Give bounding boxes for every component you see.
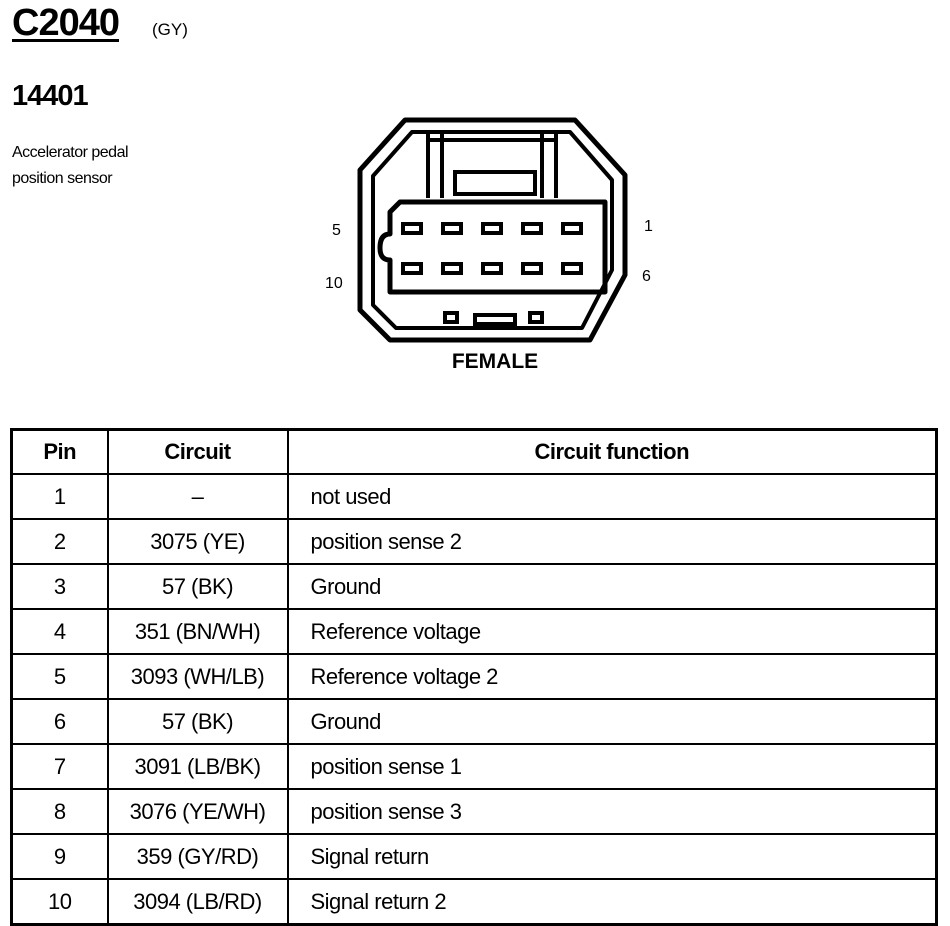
function-cell: position sense 1 — [286, 743, 938, 790]
pin-cell: 4 — [10, 608, 109, 655]
circuit-cell: 3093 (WH/LB) — [106, 653, 289, 700]
pin-cell: 3 — [10, 563, 109, 610]
connector-housing-inner — [371, 130, 614, 330]
pin-cell: 2 — [10, 518, 109, 565]
pin-cell: 7 — [10, 743, 109, 790]
part-number: 14401 — [12, 80, 89, 112]
function-cell: Signal return 2 — [286, 878, 938, 926]
connector-id: C2040 — [12, 2, 120, 44]
connector-diagram — [357, 117, 628, 343]
function-cell: Signal return — [286, 833, 938, 880]
circuit-cell: 351 (BN/WH) — [106, 608, 289, 655]
circuit-cell: 359 (GY/RD) — [106, 833, 289, 880]
pin-cell: 5 — [10, 653, 109, 700]
pin-label-10: 10 — [325, 275, 343, 292]
pin-cell: 10 — [10, 878, 109, 926]
pinout-table: Pin Circuit Circuit function 1–not used … — [10, 428, 938, 926]
pin-cell: 8 — [10, 788, 109, 835]
function-cell: Ground — [286, 563, 938, 610]
circuit-cell: 57 (BK) — [106, 563, 289, 610]
function-cell: not used — [286, 473, 938, 520]
terminals-row-bottom — [401, 262, 583, 275]
connector-keys — [443, 311, 544, 326]
header-circuit: Circuit — [106, 428, 289, 475]
pin-label-6: 6 — [642, 268, 651, 285]
pin-label-5: 5 — [332, 222, 341, 239]
function-cell: position sense 2 — [286, 518, 938, 565]
circuit-cell: – — [106, 473, 289, 520]
header-pin: Pin — [10, 428, 109, 475]
circuit-cell: 57 (BK) — [106, 698, 289, 745]
cavity-frame — [377, 199, 608, 295]
connector-description: Accelerator pedal position sensor — [12, 144, 129, 187]
function-cell: position sense 3 — [286, 788, 938, 835]
connector-color: (GY) — [152, 20, 188, 39]
pin-cell: 1 — [10, 473, 109, 520]
function-cell: Reference voltage — [286, 608, 938, 655]
circuit-cell: 3076 (YE/WH) — [106, 788, 289, 835]
pin-cell: 9 — [10, 833, 109, 880]
function-cell: Ground — [286, 698, 938, 745]
connector-latch — [426, 130, 558, 198]
connector-gender: FEMALE — [451, 350, 539, 373]
terminals-row-top — [401, 222, 583, 235]
latch-tab — [453, 170, 537, 196]
circuit-cell: 3094 (LB/RD) — [106, 878, 289, 926]
connector-housing — [357, 117, 628, 343]
pin-label-1: 1 — [644, 218, 653, 235]
function-cell: Reference voltage 2 — [286, 653, 938, 700]
table-row: 1–not used — [10, 473, 938, 520]
header-function: Circuit function — [286, 428, 938, 475]
table-header-row: Pin Circuit Circuit function — [10, 428, 938, 475]
circuit-cell: 3075 (YE) — [106, 518, 289, 565]
circuit-cell: 3091 (LB/BK) — [106, 743, 289, 790]
pin-cell: 6 — [10, 698, 109, 745]
